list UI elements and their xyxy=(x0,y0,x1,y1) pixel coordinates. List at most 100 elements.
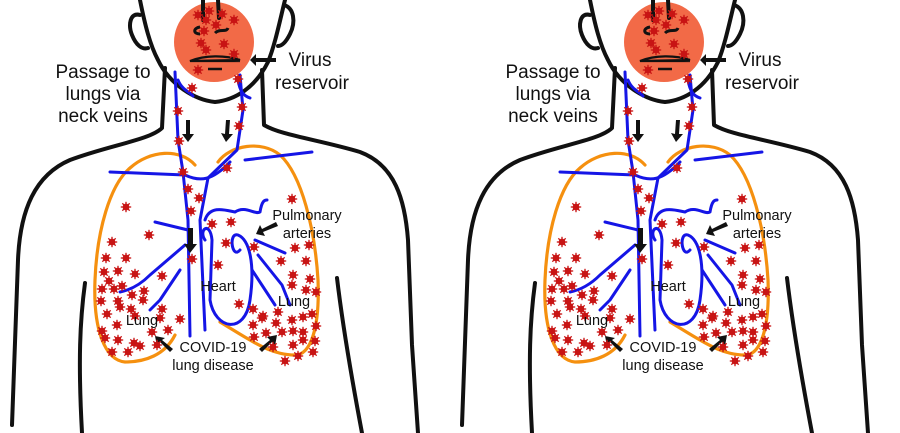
virus-particle-icon xyxy=(636,253,648,265)
virus-particle-icon xyxy=(112,334,124,346)
virus-particle-icon xyxy=(134,340,146,352)
virus-particle-icon xyxy=(177,166,189,178)
right-lung-label: Lung xyxy=(278,294,310,310)
virus-particle-icon xyxy=(551,308,563,320)
virus-particle-icon xyxy=(698,241,710,253)
virus-particle-icon xyxy=(114,301,126,313)
virus-particle-icon xyxy=(300,284,312,296)
virus-particle-icon xyxy=(297,311,309,323)
virus-particle-icon xyxy=(103,275,115,287)
right-lung-outline xyxy=(666,144,770,357)
virus-particle-icon xyxy=(636,82,648,94)
left-lung-label: Lung xyxy=(126,313,158,329)
virus-label-line2: reservoir xyxy=(275,73,350,94)
virus-particle-icon xyxy=(624,313,636,325)
left-arm-line xyxy=(527,281,537,433)
virus-particle-icon xyxy=(642,9,654,21)
virus-particle-icon xyxy=(195,37,207,49)
left-lung-outline xyxy=(93,151,197,364)
virus-particle-icon xyxy=(697,303,709,315)
virus-particle-icon xyxy=(759,335,771,347)
left-ear xyxy=(578,12,600,51)
virus-particle-icon xyxy=(220,237,232,249)
virus-particle-icon xyxy=(648,25,660,37)
virus-particle-icon xyxy=(546,283,558,295)
virus-particle-icon xyxy=(736,314,748,326)
virus-particle-icon xyxy=(228,48,240,60)
virus-particle-icon xyxy=(185,205,197,217)
virus-particle-icon xyxy=(300,255,312,267)
right-lung-label: Lung xyxy=(728,294,760,310)
virus-particle-icon xyxy=(200,14,212,26)
virus-particle-icon xyxy=(678,48,690,60)
nostrils xyxy=(643,25,680,36)
virus-particle-icon xyxy=(286,279,298,291)
virus-particle-icon xyxy=(129,268,141,280)
virus-particle-icon xyxy=(645,37,657,49)
virus-particle-icon xyxy=(606,303,618,315)
left-lung-label: Lung xyxy=(576,313,608,329)
virus-particle-icon xyxy=(710,327,722,339)
virus-label-line1: Virus xyxy=(739,50,782,71)
virus-particle-icon xyxy=(683,120,695,132)
virus-particle-icon xyxy=(642,64,654,76)
arrow-down-icon xyxy=(634,228,647,253)
arrow-down-icon xyxy=(671,120,683,142)
virus-particle-icon xyxy=(162,324,174,336)
virus-particle-icon xyxy=(697,319,709,331)
virus-particle-icon xyxy=(650,44,662,56)
right-ear xyxy=(726,3,746,48)
virus-particle-icon xyxy=(125,303,137,315)
virus-particle-icon xyxy=(623,135,635,147)
covid-spread-diagram: Passage to lungs via neck veins Virus re… xyxy=(460,0,870,433)
arrow-up-left-icon xyxy=(155,336,173,352)
virus-particle-icon xyxy=(579,268,591,280)
virus-particle-icon xyxy=(172,105,184,117)
arrow-up-left-icon xyxy=(605,336,623,352)
virus-particle-icon xyxy=(562,334,574,346)
virus-particle-icon xyxy=(200,44,212,56)
virus-particle-icon xyxy=(247,303,259,315)
virus-particle-icon xyxy=(720,317,732,329)
virus-particle-icon xyxy=(587,294,599,306)
virus-particle-icon xyxy=(279,355,291,367)
mouth xyxy=(189,55,241,63)
virus-particle-icon xyxy=(757,346,769,358)
arrow-left-icon xyxy=(250,54,276,66)
virus-particle-icon xyxy=(218,38,230,50)
left-jugular-inner xyxy=(176,78,195,98)
virus-particle-icon xyxy=(120,252,132,264)
right-ear xyxy=(276,3,296,48)
left-arm-line xyxy=(77,281,87,433)
virus-particle-icon xyxy=(198,25,210,37)
arrow-up-right-icon xyxy=(709,335,727,352)
passage-label-line3: neck veins xyxy=(508,106,598,127)
neck-right xyxy=(710,68,870,433)
virus-particle-icon xyxy=(101,308,113,320)
virus-particle-icon xyxy=(737,269,749,281)
arrow-down-icon xyxy=(221,120,233,142)
virus-particle-icon xyxy=(612,324,624,336)
virus-particle-icon xyxy=(747,334,759,346)
virus-particle-icon xyxy=(303,239,315,251)
virus-particle-icon xyxy=(146,326,158,338)
virus-particle-icon xyxy=(151,339,163,351)
virus-particle-icon xyxy=(675,216,687,228)
virus-particle-icon xyxy=(698,331,710,343)
heart-outline xyxy=(201,198,269,326)
virus-label-line1: Virus xyxy=(289,50,332,71)
virus-particle-icon xyxy=(99,332,111,344)
virus-particle-icon xyxy=(156,270,168,282)
virus-particle-icon xyxy=(739,242,751,254)
virus-particle-icon xyxy=(233,120,245,132)
virus-particle-icon xyxy=(112,265,124,277)
virus-particle-icon xyxy=(666,8,678,20)
right-pulmonary-branches xyxy=(700,238,742,307)
virus-particle-icon xyxy=(287,339,299,351)
virus-particle-icon xyxy=(173,135,185,147)
virus-label-line2: reservoir xyxy=(725,73,800,94)
virus-particle-icon xyxy=(726,326,738,338)
virus-particles xyxy=(95,5,322,367)
pulmonary-label-line2: arteries xyxy=(283,226,331,242)
neck-left xyxy=(460,66,617,427)
